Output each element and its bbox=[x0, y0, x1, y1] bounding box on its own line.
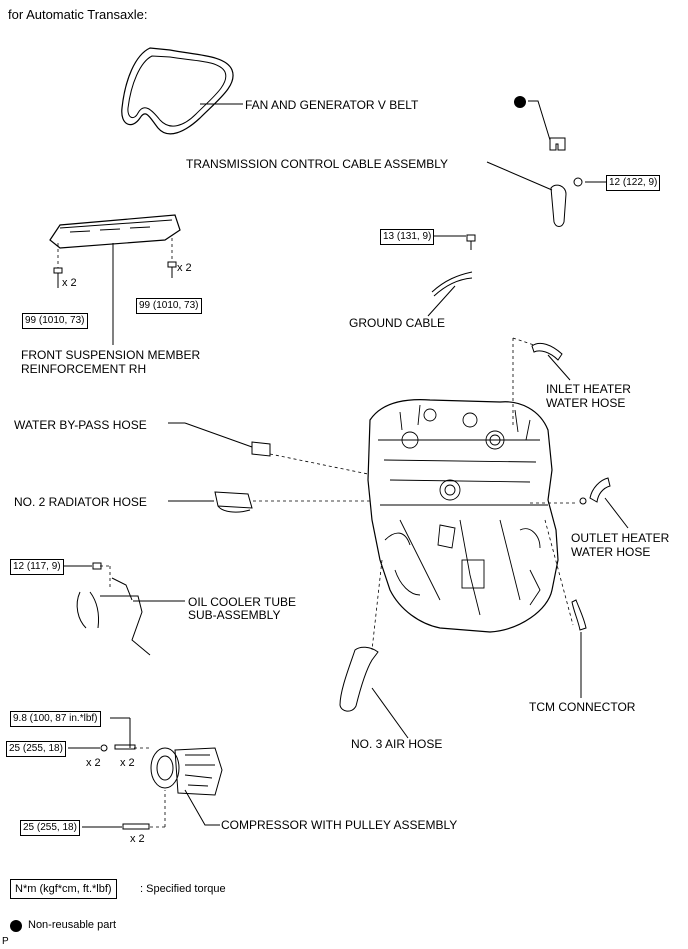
torque-fsm-left: 99 (1010, 73) bbox=[22, 313, 88, 329]
torque-tcca-nut: 12 (122, 9) bbox=[606, 175, 661, 191]
torque-ground-bolt: 13 (131, 9) bbox=[380, 229, 435, 245]
torque-oil-cooler: 12 (117, 9) bbox=[10, 559, 64, 575]
label-fsm-line1: FRONT SUSPENSION MEMBER bbox=[21, 348, 201, 362]
count-comp-stud: x 2 bbox=[120, 757, 135, 769]
legend-nonreusable-text: Non-reusable part bbox=[28, 919, 117, 931]
footer-code: P bbox=[2, 936, 9, 947]
label-outlet-line1: OUTLET HEATER bbox=[571, 531, 670, 545]
label-tcca: TRANSMISSION CONTROL CABLE ASSEMBLY bbox=[186, 157, 449, 171]
label-inlet-line1: INLET HEATER bbox=[546, 382, 631, 396]
torque-comp-mid: 25 (255, 18) bbox=[6, 741, 66, 757]
label-tcm-connector: TCM CONNECTOR bbox=[529, 700, 636, 714]
nonreusable-legend-marker bbox=[10, 920, 22, 932]
label-fsm-line2: REINFORCEMENT RH bbox=[21, 362, 147, 376]
torque-fsm-right: 99 (1010, 73) bbox=[136, 298, 202, 314]
page-header: for Automatic Transaxle: bbox=[8, 7, 148, 22]
count-comp-nut: x 2 bbox=[86, 757, 101, 769]
label-fan-belt: FAN AND GENERATOR V BELT bbox=[245, 98, 419, 112]
count-comp-bolt: x 2 bbox=[130, 833, 145, 845]
label-radiator-hose: NO. 2 RADIATOR HOSE bbox=[14, 495, 147, 509]
torque-comp-bottom: 25 (255, 18) bbox=[20, 820, 80, 836]
label-inlet-line2: WATER HOSE bbox=[546, 396, 626, 410]
label-compressor: COMPRESSOR WITH PULLEY ASSEMBLY bbox=[221, 818, 458, 832]
count-fsm-left: x 2 bbox=[62, 277, 77, 289]
torque-comp-top: 9.8 (100, 87 in.*lbf) bbox=[10, 711, 101, 727]
label-oil-line1: OIL COOLER TUBE bbox=[188, 595, 297, 609]
engine-assembly-drawing bbox=[367, 399, 559, 633]
legend-torque-unit: N*m (kgf*cm, ft.*lbf) bbox=[10, 879, 117, 899]
label-oil-line2: SUB-ASSEMBLY bbox=[188, 608, 281, 622]
label-bypass-hose: WATER BY-PASS HOSE bbox=[14, 418, 147, 432]
nonreusable-marker bbox=[514, 96, 526, 108]
label-air-hose: NO. 3 AIR HOSE bbox=[351, 737, 443, 751]
label-ground-cable: GROUND CABLE bbox=[349, 316, 446, 330]
label-outlet-line2: WATER HOSE bbox=[571, 545, 651, 559]
legend-torque-text: : Specified torque bbox=[140, 883, 226, 895]
count-fsm-right: x 2 bbox=[177, 262, 192, 274]
fan-belt-drawing bbox=[121, 47, 234, 135]
